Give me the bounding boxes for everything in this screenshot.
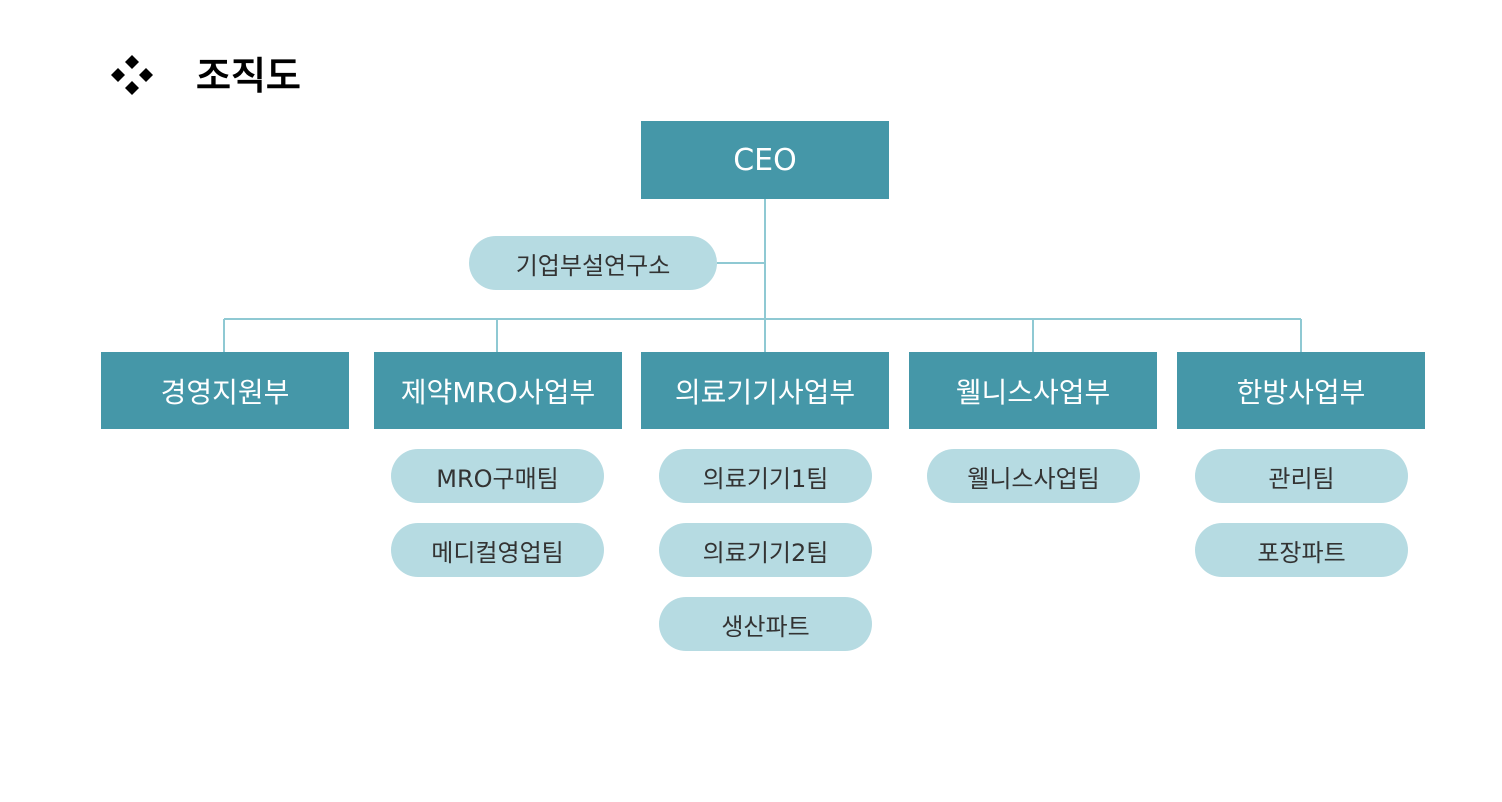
team-pill: 웰니스사업팀: [927, 449, 1140, 503]
team-pill: 생산파트: [659, 597, 872, 651]
department-box-oriental-medicine: 한방사업부: [1177, 352, 1425, 429]
department-label: 한방사업부: [1236, 375, 1366, 409]
department-label: 제약MRO사업부: [400, 375, 596, 409]
team-label: 포장파트: [1257, 538, 1346, 567]
team-label: 메디컬영업팀: [431, 538, 564, 567]
department-box-management-support: 경영지원부: [101, 352, 349, 429]
team-label: MRO구매팀: [436, 464, 559, 493]
department-box-wellness: 웰니스사업부: [909, 352, 1157, 429]
research-lab-label: 기업부설연구소: [515, 251, 671, 280]
department-box-pharma-mro: 제약MRO사업부: [374, 352, 622, 429]
department-label: 의료기기사업부: [674, 375, 856, 409]
department-label: 웰니스사업부: [955, 375, 1111, 409]
team-pill: 메디컬영업팀: [391, 523, 604, 577]
research-lab-pill: 기업부설연구소: [469, 236, 717, 290]
title-text: 조직도: [196, 54, 301, 98]
four-diamonds-icon: [111, 55, 153, 95]
ceo-box: CEO: [641, 121, 889, 199]
department-label: 경영지원부: [160, 375, 290, 409]
team-pill: 관리팀: [1195, 449, 1408, 503]
ceo-label: CEO: [733, 142, 797, 178]
team-label: 웰니스사업팀: [967, 464, 1100, 493]
team-pill: 의료기기2팀: [659, 523, 872, 577]
team-pill: 포장파트: [1195, 523, 1408, 577]
team-label: 생산파트: [721, 612, 810, 641]
team-label: 의료기기1팀: [702, 464, 829, 493]
team-pill: MRO구매팀: [391, 449, 604, 503]
department-box-medical-device: 의료기기사업부: [641, 352, 889, 429]
team-label: 의료기기2팀: [702, 538, 829, 567]
team-pill: 의료기기1팀: [659, 449, 872, 503]
team-label: 관리팀: [1268, 464, 1335, 493]
